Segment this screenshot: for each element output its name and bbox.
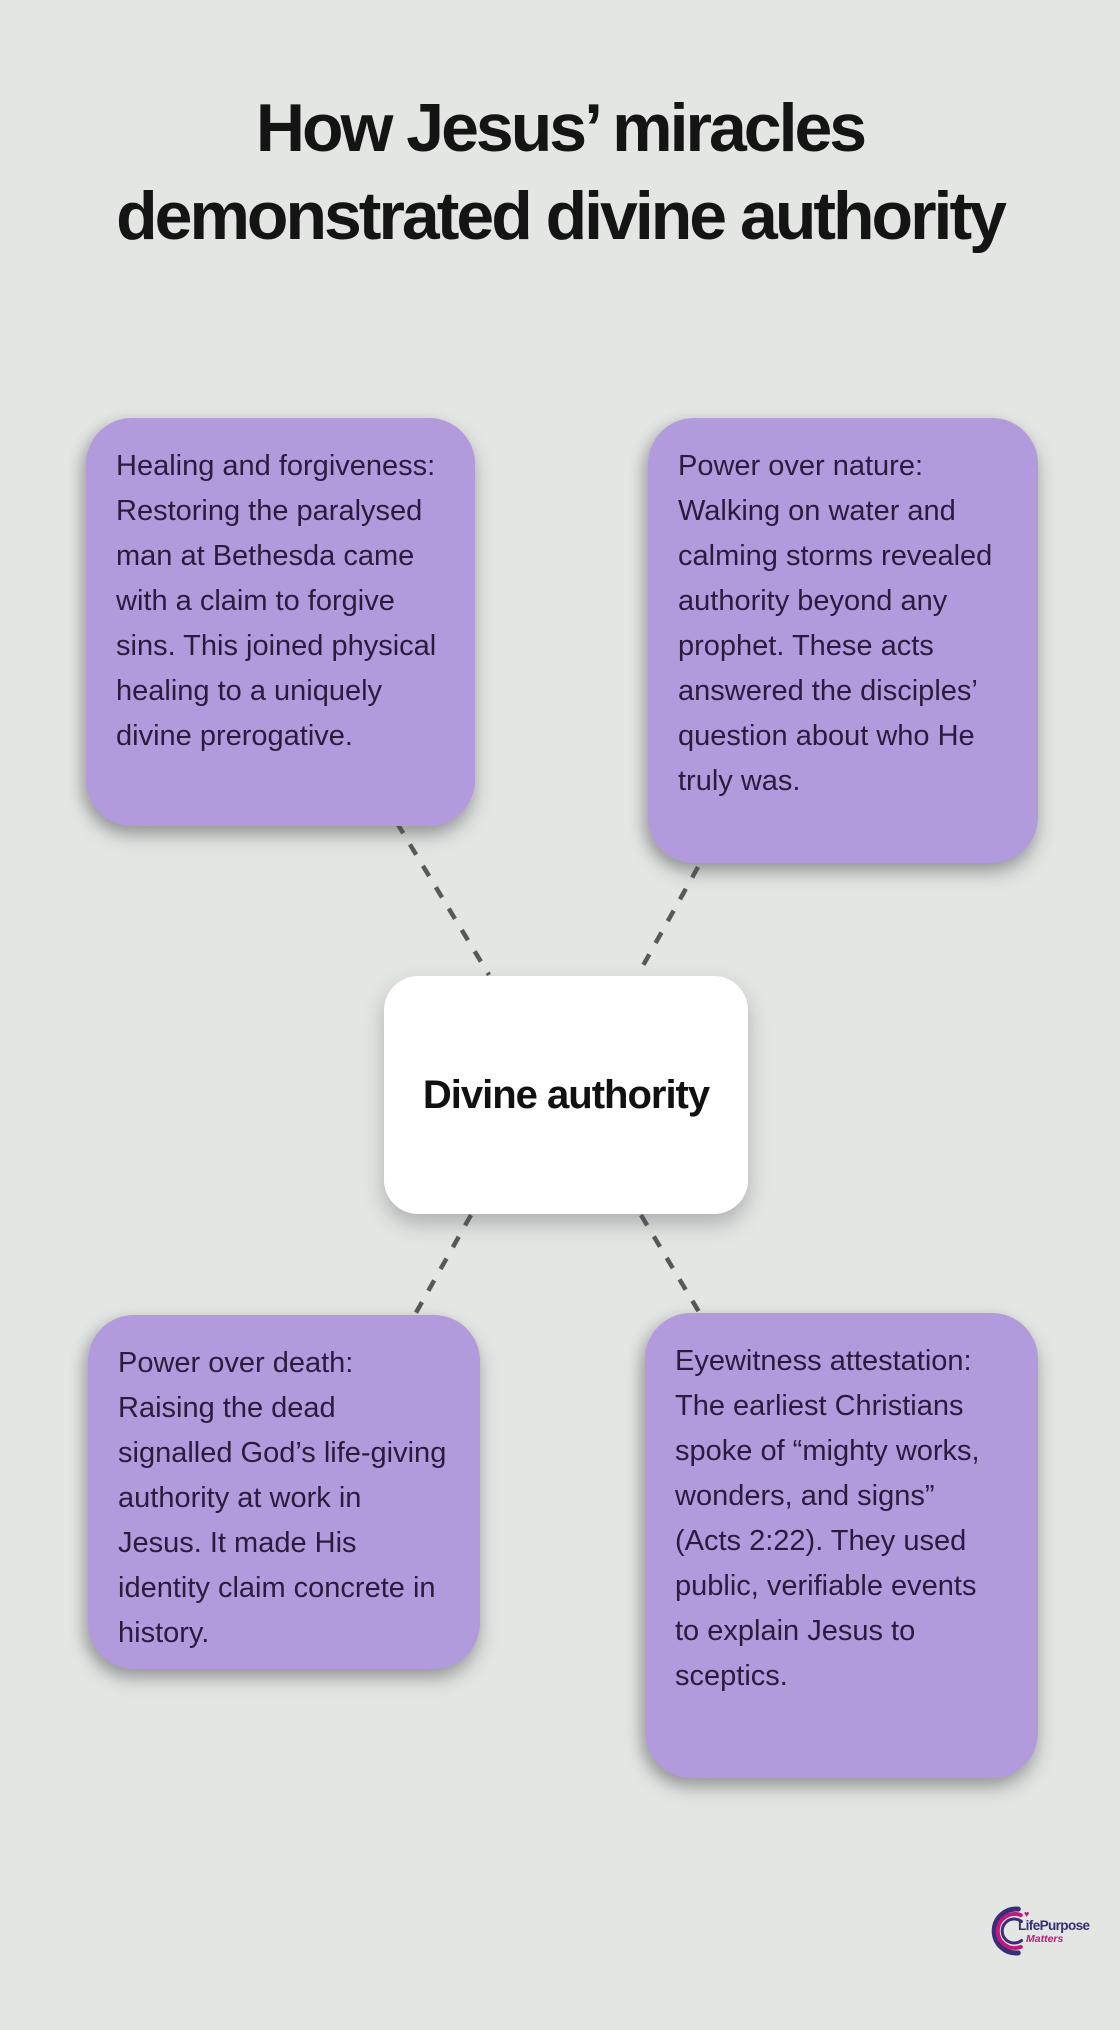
- card-eyewitness-attestation: Eyewitness attestation: The earliest Chr…: [645, 1313, 1038, 1778]
- card-eyewitness-attestation-text: Eyewitness attestation: The earliest Chr…: [675, 1345, 980, 1692]
- card-healing-forgiveness-text: Healing and forgiveness: Restoring the p…: [116, 450, 437, 752]
- card-power-over-nature: Power over nature: Walking on water and …: [648, 418, 1038, 863]
- page-title-line-1: How Jesus’ miracles: [255, 90, 867, 166]
- logo-brand-tagline: Matters: [1026, 1933, 1064, 1945]
- logo-crescents-icon: [991, 1906, 1023, 1956]
- card-healing-forgiveness: Healing and forgiveness: Restoring the p…: [86, 418, 475, 826]
- central-node: Divine authority: [384, 976, 748, 1214]
- logo-brand-name: LifePurpose: [1018, 1918, 1090, 1933]
- card-power-over-death-text: Power over death: Raising the dead signa…: [118, 1347, 447, 1649]
- connector-bottom-left: [411, 1213, 473, 1320]
- connector-bottom-right: [639, 1213, 704, 1319]
- card-power-over-death: Power over death: Raising the dead signa…: [88, 1315, 480, 1669]
- page-title: How Jesus’ miracles demonstrated divine …: [0, 84, 1120, 260]
- connector-top-right: [638, 865, 700, 973]
- lifepurpose-logo: ♥ LifePurpose Matters: [982, 1902, 1090, 1960]
- connector-top-left: [395, 821, 491, 977]
- logo-heart-icon: ♥: [1024, 1909, 1030, 1919]
- page-title-line-2: demonstrated divine authority: [116, 178, 1007, 254]
- central-node-label: Divine authority: [422, 1072, 710, 1117]
- card-power-over-nature-text: Power over nature: Walking on water and …: [678, 450, 993, 797]
